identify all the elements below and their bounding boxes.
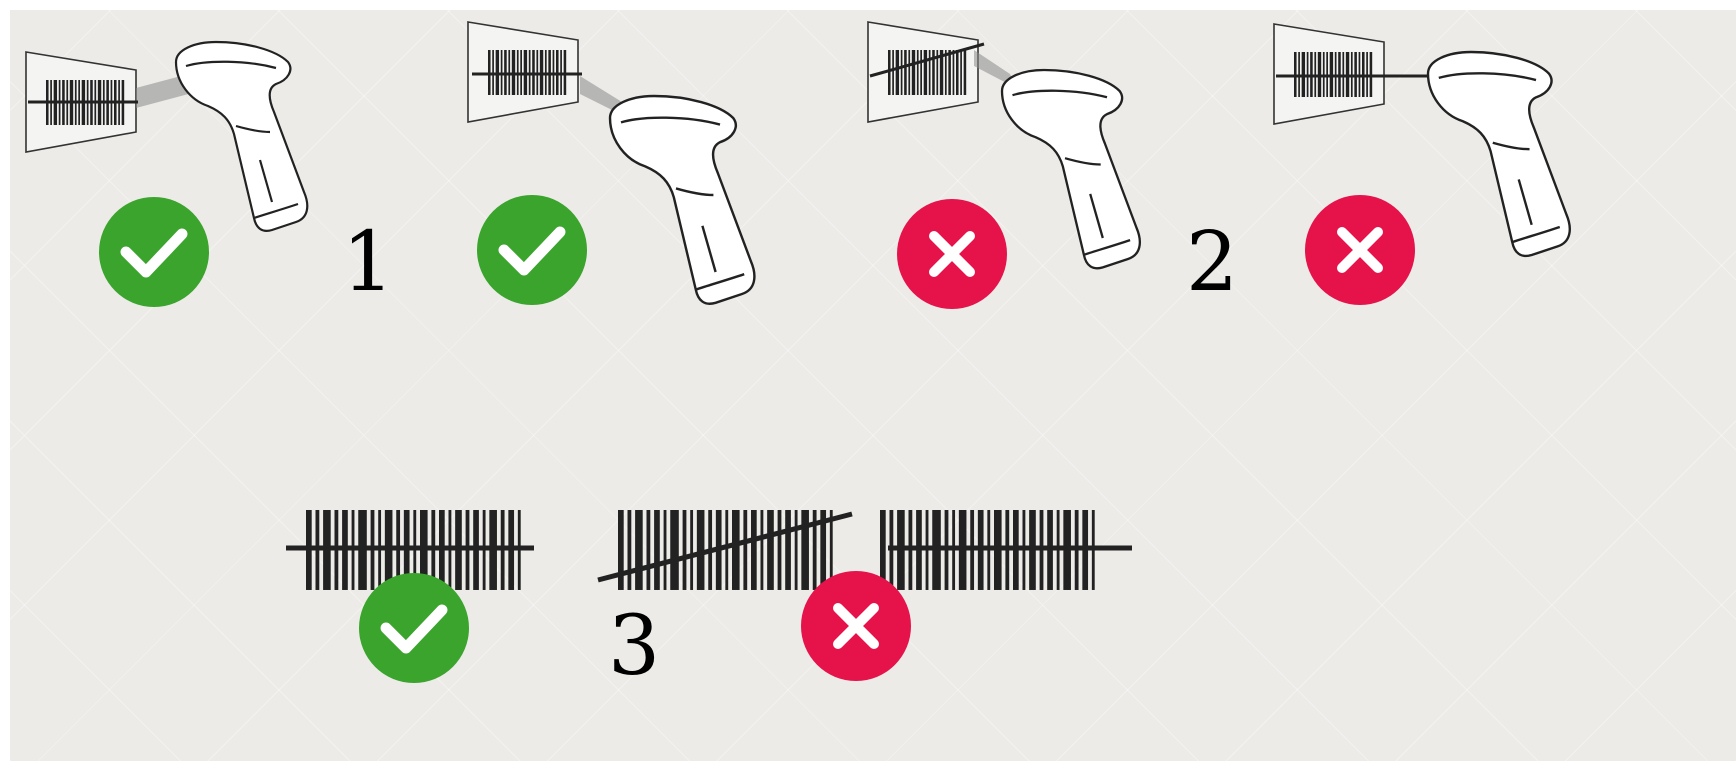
barcode-icon (618, 510, 833, 590)
check-icon (359, 573, 469, 683)
cross-icon (897, 199, 1007, 309)
barcode-offcenter-example (880, 510, 1132, 590)
barcode-scanner-icon (1000, 68, 1141, 270)
barcode-scanner-icon (1426, 50, 1571, 258)
barcode-tilted-example (597, 510, 853, 590)
scan-example-1a (26, 40, 309, 232)
scan-example-2a (868, 22, 1141, 270)
cross-icon (1305, 195, 1415, 305)
check-icon (99, 197, 209, 307)
scan-beam-icon (974, 50, 1016, 88)
barcode-card-icon (468, 22, 578, 122)
step-label-2: 2 (1186, 215, 1239, 310)
scan-example-1b (468, 22, 756, 305)
barcode-card-icon (1274, 24, 1384, 124)
guide-illustration (10, 10, 1571, 683)
check-icon (477, 195, 587, 305)
barcode-scanning-guide: 1 2 3 (10, 10, 1736, 761)
cross-icon (801, 571, 911, 681)
step-label-1: 1 (342, 215, 395, 310)
barcode-scanner-icon (608, 94, 756, 305)
scan-line-icon (869, 42, 985, 78)
barcode-correct-example (286, 510, 534, 590)
step-label-3: 3 (608, 599, 661, 694)
barcode-scanner-icon (174, 40, 309, 232)
scan-line-icon (597, 511, 853, 583)
scan-example-2b (1274, 24, 1571, 258)
